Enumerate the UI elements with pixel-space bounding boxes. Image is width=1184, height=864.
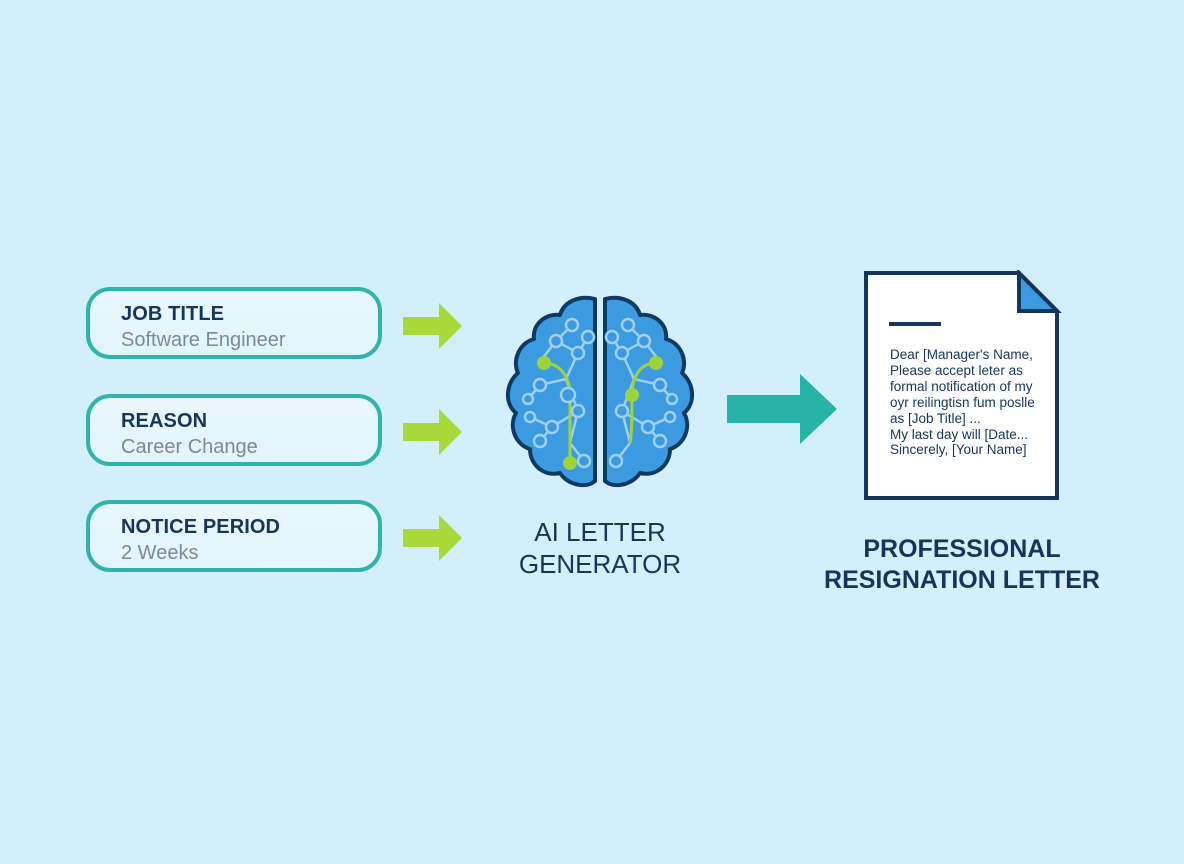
input-card-job-title: JOB TITLE Software Engineer <box>86 287 382 359</box>
letter-line: My last day will [Date... <box>890 426 1029 442</box>
output-caption: PROFESSIONAL RESIGNATION LETTER <box>812 534 1112 596</box>
generator-caption: AI LETTER GENERATOR <box>490 516 710 580</box>
letter-preview: Dear [Manager's Name, Please accept lete… <box>890 347 1035 458</box>
letter-line: as [Job Title] ... <box>890 410 981 426</box>
arrow-right-icon <box>403 303 462 349</box>
brain-icon <box>506 295 694 488</box>
arrow-right-icon <box>403 409 462 455</box>
letter-line: oyr reilingtisn fum poslle <box>890 394 1035 410</box>
card-value: 2 Weeks <box>121 542 199 564</box>
card-value: Career Change <box>121 436 258 458</box>
card-label: NOTICE PERIOD <box>121 516 281 538</box>
generator-caption-line2: GENERATOR <box>518 549 682 579</box>
output-caption-line1: PROFESSIONAL <box>863 535 1061 563</box>
card-label: REASON <box>121 410 208 432</box>
letter-line: Please accept leter as <box>890 362 1023 378</box>
arrow-right-icon <box>403 515 462 561</box>
generator-caption-line1: AI LETTER <box>534 517 666 547</box>
input-card-notice-period: NOTICE PERIOD 2 Weeks <box>86 500 382 572</box>
input-card-reason: REASON Career Change <box>86 394 382 466</box>
letter-line: Sincerely, [Your Name] <box>890 442 1027 458</box>
letter-line: Dear [Manager's Name, <box>890 347 1033 362</box>
card-value: Software Engineer <box>121 329 286 351</box>
arrow-right-icon <box>727 374 837 444</box>
letter-line: formal notification of my <box>890 378 1033 394</box>
card-label: JOB TITLE <box>121 303 225 325</box>
output-caption-line2: RESIGNATION LETTER <box>824 566 1100 594</box>
document-icon <box>864 270 1062 500</box>
